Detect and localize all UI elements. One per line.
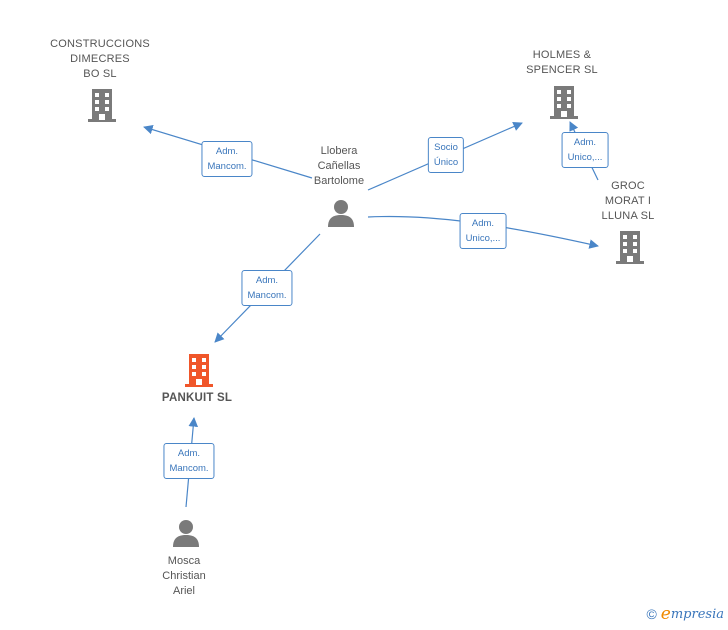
edge-label-line: Adm.: [255, 275, 279, 286]
company-label-pankuit[interactable]: PANKUIT SL: [161, 392, 233, 404]
edge-label-line: Adm.: [573, 137, 597, 148]
edge-label-line: Único: [433, 157, 459, 168]
edge-label-line: Mancom.: [207, 161, 247, 172]
person-label-llobera[interactable]: Llobera Cañellas Bartolome: [313, 145, 365, 187]
edge-label-line: Adm.: [471, 218, 495, 229]
building-icon[interactable]: [183, 352, 215, 388]
edge-label-line: Unico,...: [465, 233, 501, 244]
company-label-construccions[interactable]: CONSTRUCCIONS DIMECRES BO SL: [50, 38, 150, 80]
footer-brand: © e mpresia: [646, 604, 724, 624]
building-icon[interactable]: [614, 229, 646, 265]
brand-initial: e: [660, 604, 671, 624]
edge-label-llobera-groc[interactable]: Adm. Unico,...: [459, 213, 507, 249]
edge-label-line: Adm.: [215, 146, 239, 157]
person-icon[interactable]: [326, 198, 356, 228]
edge-label-llobera-pankuit[interactable]: Adm. Mancom.: [241, 270, 293, 306]
brand-name: mpresia: [670, 606, 724, 622]
person-label-mosca[interactable]: Mosca Christian Ariel: [162, 555, 206, 597]
edge-label-groc-holmes[interactable]: Adm. Unico,...: [561, 132, 609, 168]
edge-label-mosca-pankuit[interactable]: Adm. Mancom.: [163, 443, 215, 479]
building-icon[interactable]: [86, 87, 118, 123]
building-icon[interactable]: [548, 84, 580, 120]
edge-label-line: Mancom.: [247, 290, 287, 301]
copyright-symbol: ©: [646, 606, 657, 622]
edge-label-line: Adm.: [177, 448, 201, 459]
edge-label-line: Unico,...: [567, 152, 603, 163]
edge-label-llobera-holmes[interactable]: Socio Único: [427, 137, 465, 173]
edge-label-line: Mancom.: [169, 463, 209, 474]
edge-label-line: Socio: [434, 142, 458, 153]
edge-label-llobera-construccions[interactable]: Adm. Mancom.: [201, 141, 253, 177]
company-label-holmes[interactable]: HOLMES & SPENCER SL: [526, 49, 598, 76]
company-label-groc[interactable]: GROC MORAT I LLUNA SL: [601, 180, 655, 222]
person-icon[interactable]: [171, 518, 201, 548]
